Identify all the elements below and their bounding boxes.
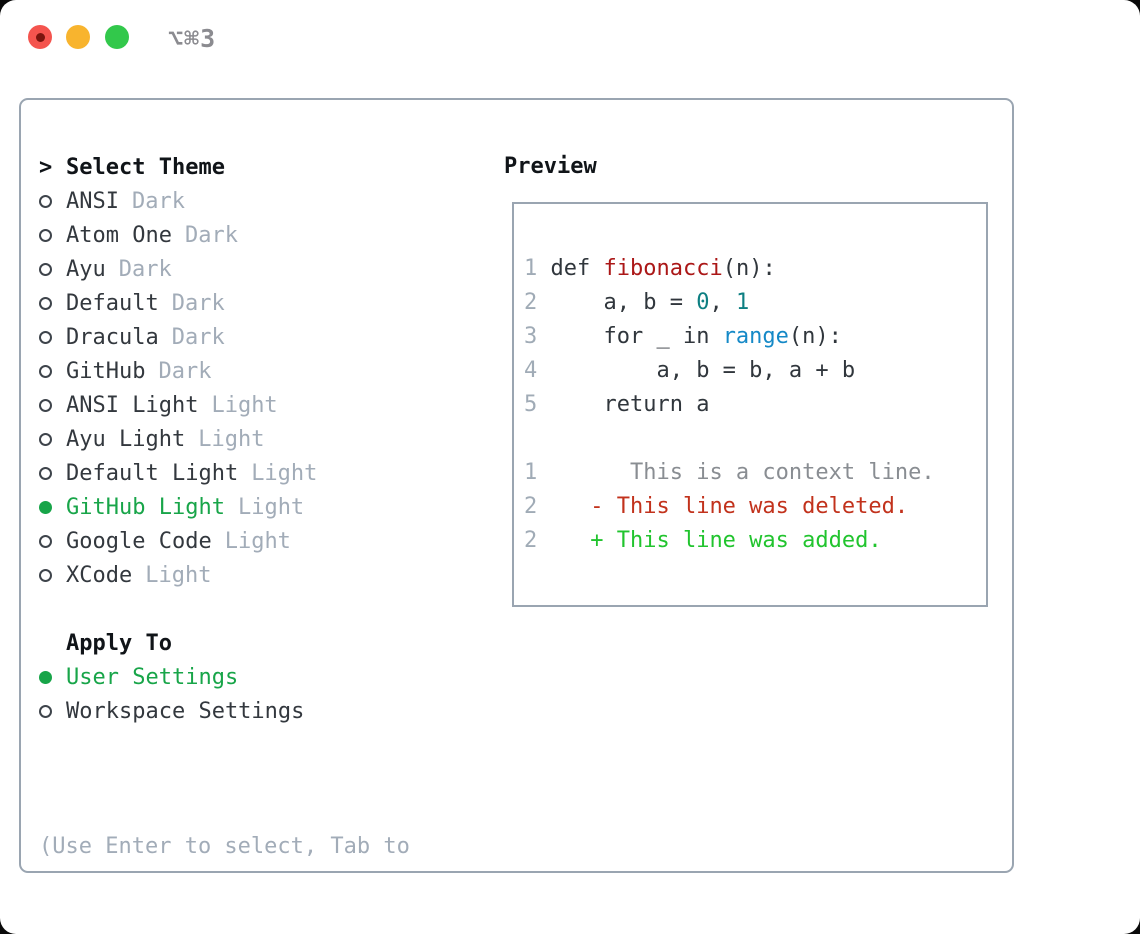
radio-icon (39, 534, 52, 548)
radio-selected-icon (39, 670, 52, 684)
theme-option-xcode[interactable]: XCode Light (39, 558, 410, 592)
theme-list-title: Select Theme (66, 154, 225, 180)
apply-option-user-settings[interactable]: User Settings (39, 660, 410, 694)
apply-option-label: Workspace Settings (66, 698, 305, 724)
radio-icon (39, 330, 52, 344)
theme-option-atom-one[interactable]: Atom One Dark (39, 218, 410, 252)
code-line: 4 a, b = b, a + b (524, 358, 856, 383)
theme-variant-tag: Light (145, 562, 212, 588)
theme-option-label: Default (66, 290, 159, 316)
theme-option-label: Atom One (66, 222, 172, 248)
unsaved-indicator-icon (35, 32, 45, 42)
radio-icon (39, 194, 52, 208)
theme-option-default[interactable]: Default Dark (39, 286, 410, 320)
radio-icon (39, 296, 52, 310)
radio-icon (39, 398, 52, 412)
theme-variant-tag: Light (237, 494, 305, 520)
apply-to-title: Apply To (66, 630, 172, 656)
code-line: 1 def fibonacci(n): (524, 256, 776, 281)
theme-variant-tag: Light (211, 392, 278, 418)
theme-option-label: ANSI (66, 188, 119, 214)
theme-option-label: Ayu Light (66, 426, 186, 452)
code-line: 3 for _ in range(n): (524, 324, 842, 349)
radio-icon (39, 432, 52, 446)
window-shortcut-label: ⌥⌘3 (168, 24, 217, 53)
prompt-icon: > (39, 154, 53, 180)
theme-option-google-code[interactable]: Google Code Light (39, 524, 410, 558)
keyboard-hint: (Use Enter to select, Tab to change focu… (39, 762, 410, 934)
apply-to-header: Apply To (39, 626, 410, 660)
theme-option-ansi[interactable]: ANSI Dark (39, 184, 410, 218)
theme-option-dracula[interactable]: Dracula Dark (39, 320, 410, 354)
code-line: 2 - This line was deleted. (524, 494, 909, 519)
theme-option-default-light[interactable]: Default Light Light (39, 456, 410, 490)
preview-box: 1 def fibonacci(n): 2 a, b = 0, 1 3 for _ … (512, 202, 988, 607)
theme-variant-tag: Light (224, 528, 291, 554)
theme-variant-tag: Dark (118, 256, 172, 282)
theme-variant-tag: Dark (158, 358, 212, 384)
window-titlebar: ⌥⌘3 (0, 0, 1140, 74)
zoom-button[interactable] (105, 25, 129, 49)
theme-option-ansi-light[interactable]: ANSI Light Light (39, 388, 410, 422)
code-line: 2 + This line was added. (524, 528, 882, 553)
preview-title: Preview (504, 154, 597, 179)
theme-option-label: GitHub (66, 358, 146, 384)
radio-icon (39, 704, 52, 718)
theme-option-github-light[interactable]: GitHub Light Light (39, 490, 410, 524)
theme-option-label: XCode (66, 562, 133, 588)
close-button[interactable] (28, 25, 52, 49)
theme-variant-tag: Light (251, 460, 318, 486)
radio-icon (39, 228, 52, 242)
preview-pane: Preview 1 def fibonacci(n): 2 a, b = 0, 1… (504, 150, 990, 607)
section-gap (39, 728, 410, 762)
radio-icon (39, 262, 52, 276)
radio-icon (39, 568, 52, 582)
theme-list-header: > Select Theme (39, 150, 410, 184)
theme-variant-tag: Dark (171, 290, 225, 316)
minimize-button[interactable] (66, 25, 90, 49)
section-gap (39, 592, 410, 626)
apply-option-workspace-settings[interactable]: Workspace Settings (39, 694, 410, 728)
radio-icon (39, 364, 52, 378)
code-line (524, 422, 986, 456)
theme-option-label: Default Light (66, 460, 239, 486)
theme-option-github[interactable]: GitHub Dark (39, 354, 410, 388)
theme-option-label: GitHub Light (66, 494, 225, 520)
code-line: 5 return a (524, 392, 710, 417)
radio-icon (39, 466, 52, 480)
theme-option-ayu-light[interactable]: Ayu Light Light (39, 422, 410, 456)
apply-option-label: User Settings (66, 664, 239, 690)
code-line: 1 This is a context line. (524, 460, 935, 485)
theme-variant-tag: Light (198, 426, 265, 452)
hint-line: (Use Enter to select, Tab to (39, 834, 410, 859)
theme-option-label: Dracula (66, 324, 159, 350)
radio-selected-icon (39, 500, 52, 514)
theme-option-label: Google Code (66, 528, 212, 554)
theme-variant-tag: Dark (184, 222, 238, 248)
theme-option-label: Ayu (66, 256, 106, 282)
theme-option-ayu[interactable]: Ayu Dark (39, 252, 410, 286)
theme-variant-tag: Dark (171, 324, 225, 350)
theme-option-label: ANSI Light (66, 392, 199, 418)
code-line: 2 a, b = 0, 1 (524, 290, 750, 315)
theme-variant-tag: Dark (131, 188, 185, 214)
